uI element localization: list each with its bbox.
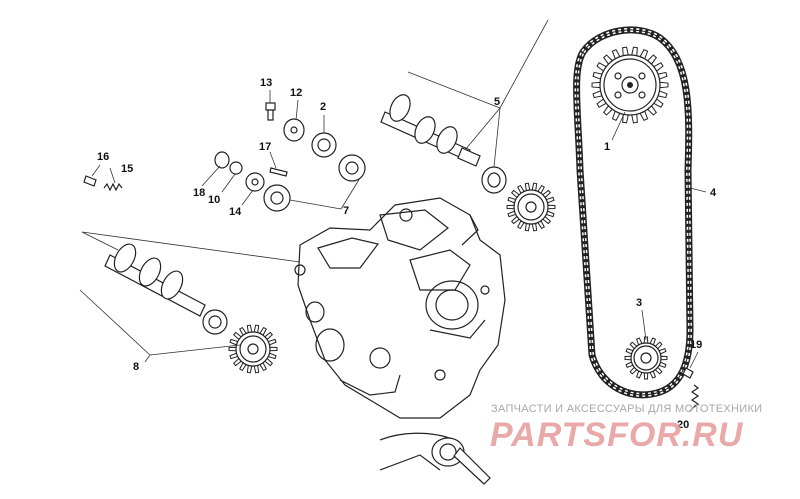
lower-sprocket-tooth — [660, 355, 668, 361]
bolt-13 — [265, 102, 276, 121]
callout-labels: 1 2 3 4 5 7 8 10 12 13 14 15 16 17 18 19… — [97, 77, 717, 431]
callout-17: 17 — [259, 141, 271, 153]
camshaft-gear-left — [228, 324, 278, 374]
spacer-12 — [283, 118, 305, 142]
mid-gear-tooth — [506, 204, 515, 210]
washer-14 — [245, 172, 265, 192]
spring-15 — [103, 182, 123, 192]
callout-19: 19 — [690, 339, 702, 351]
left-gear-tooth — [269, 346, 278, 352]
seal-10 — [229, 161, 243, 175]
callout-7: 7 — [343, 205, 349, 217]
upper-sprocket-tooth — [631, 113, 638, 124]
callout-15: 15 — [121, 163, 133, 175]
tensioner-plunger-19 — [682, 367, 694, 379]
crank-sprocket-lower — [624, 336, 668, 380]
circlip-18 — [214, 151, 230, 169]
callout-12: 12 — [290, 87, 302, 99]
callout-1: 1 — [604, 141, 610, 153]
mid-gear-tooth — [547, 204, 556, 210]
cam-sprocket-upper — [591, 46, 669, 124]
watermark-tagline: ЗАПЧАСТИ И АКСЕССУАРЫ ДЛЯ МОТОТЕХНИКИ — [491, 403, 763, 415]
callout-18: 18 — [193, 187, 205, 199]
tensioner-spring-20 — [690, 384, 700, 408]
upper-sprocket-tooth — [631, 46, 638, 57]
bearing-right-camshaft — [481, 166, 507, 194]
bearing-7-lower — [263, 184, 291, 212]
callout-2: 2 — [320, 101, 326, 113]
upper-sprocket-tooth — [622, 46, 629, 57]
camshaft-exhaust — [104, 243, 228, 335]
callout-14: 14 — [229, 206, 242, 218]
leader-lines — [79, 19, 707, 413]
camshaft-intake — [380, 94, 481, 167]
callout-8: 8 — [133, 361, 139, 373]
callout-10: 10 — [208, 194, 220, 206]
left-gear-tooth — [228, 346, 237, 352]
callout-20: 20 — [677, 419, 689, 431]
callout-4: 4 — [710, 187, 717, 199]
screw-16 — [83, 175, 97, 187]
watermark-logo: PARTSFOR.RU — [490, 416, 744, 454]
upper-sprocket-tooth — [591, 81, 601, 89]
cylinder-head — [294, 197, 506, 419]
camshaft-gear-right — [506, 182, 556, 232]
crankshaft-end — [379, 432, 491, 485]
timing-chain — [573, 26, 694, 399]
bearing-2 — [311, 132, 337, 158]
callout-5: 5 — [494, 96, 500, 108]
pin-17 — [269, 167, 288, 177]
lower-sprocket-tooth — [643, 372, 649, 380]
callout-13: 13 — [260, 77, 272, 89]
callout-16: 16 — [97, 151, 109, 163]
upper-sprocket-tooth — [659, 81, 669, 89]
bearing-7-upper — [338, 154, 366, 182]
callout-3: 3 — [636, 297, 642, 309]
lower-sprocket-tooth — [624, 355, 632, 361]
